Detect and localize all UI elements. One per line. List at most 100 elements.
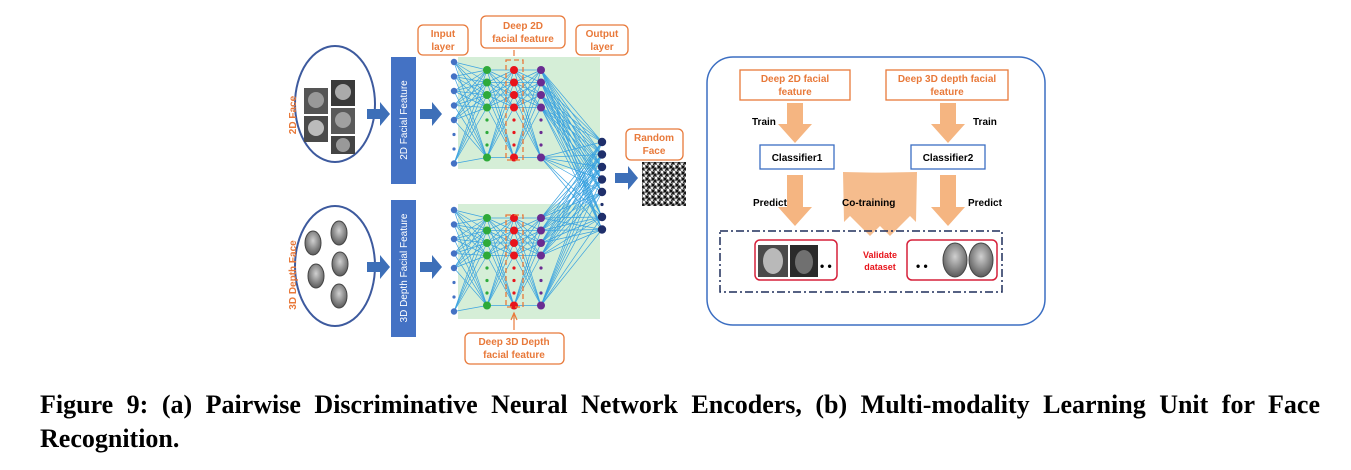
classifier2-label: Classifier2 bbox=[923, 153, 974, 164]
deep2d-highlight bbox=[505, 59, 524, 161]
network-node bbox=[510, 91, 518, 99]
network-node bbox=[597, 137, 607, 147]
network-node bbox=[483, 226, 491, 235]
network-node bbox=[597, 175, 607, 184]
arrow-icon bbox=[367, 102, 390, 126]
network-edge bbox=[453, 209, 488, 231]
network-edge bbox=[540, 141, 603, 306]
ellipsis-dot bbox=[539, 130, 543, 135]
network-node bbox=[510, 66, 518, 74]
network-node bbox=[510, 214, 518, 222]
network-edge bbox=[486, 107, 515, 158]
down-arrow-icon bbox=[778, 103, 812, 143]
deep3d-line1: Deep 3D Depth bbox=[478, 337, 549, 348]
network-edge bbox=[540, 179, 603, 256]
network-edge bbox=[453, 107, 488, 121]
output-layer-line1: Output bbox=[586, 29, 619, 40]
random-face-line1: Random bbox=[634, 133, 674, 144]
network-node bbox=[483, 91, 491, 99]
network-edge bbox=[540, 157, 603, 218]
ellipsis-dot bbox=[512, 266, 516, 270]
face2d-photos bbox=[304, 80, 355, 154]
network-edge bbox=[513, 69, 542, 96]
network-edge bbox=[453, 217, 488, 225]
ellipsis-dot bbox=[600, 202, 604, 207]
network-edge bbox=[453, 82, 488, 121]
network-edge bbox=[453, 61, 488, 108]
network-edge bbox=[453, 107, 488, 164]
network-edge bbox=[453, 90, 488, 96]
depth-face bbox=[968, 242, 994, 278]
network-edge bbox=[453, 119, 488, 158]
network-edge bbox=[486, 69, 515, 96]
network-edge bbox=[453, 238, 488, 244]
network-edge bbox=[453, 209, 488, 219]
network-node bbox=[597, 225, 607, 234]
network-edge bbox=[540, 166, 603, 256]
down-arrow-icon bbox=[778, 175, 812, 226]
network-edge bbox=[540, 141, 603, 231]
ellipsis-dot bbox=[485, 130, 489, 135]
encoder-2d: 2D Facial Feature bbox=[391, 57, 416, 184]
network-edge bbox=[540, 179, 603, 306]
network-edge bbox=[540, 216, 603, 306]
ellipsis-dot bbox=[485, 118, 489, 122]
network-node bbox=[483, 103, 491, 112]
network-edge bbox=[453, 224, 488, 244]
train-left-label: Train bbox=[752, 117, 776, 128]
more-dots-right: • • bbox=[916, 259, 928, 273]
ellipsis-dot bbox=[512, 143, 516, 147]
network-node bbox=[537, 251, 545, 260]
network-node bbox=[483, 251, 491, 260]
network-edge bbox=[513, 217, 542, 231]
network-edge bbox=[540, 69, 603, 143]
deep2d-box: Deep 2D facial feature bbox=[739, 69, 851, 101]
ellipsis-dot bbox=[539, 278, 543, 283]
train-arrows bbox=[778, 103, 965, 226]
ellipsis-dot bbox=[452, 147, 456, 151]
network-node bbox=[450, 264, 458, 272]
network-edge bbox=[540, 94, 603, 143]
network-edge bbox=[453, 61, 488, 83]
deep2d-box-line2: feature bbox=[778, 87, 812, 98]
face2d-label: 2D Face bbox=[288, 95, 299, 134]
network-edge bbox=[453, 224, 488, 231]
network-edge bbox=[513, 242, 542, 256]
network-edge bbox=[513, 82, 542, 108]
network-edge bbox=[453, 76, 488, 96]
face3d-label: 3D Depth Face bbox=[288, 240, 299, 310]
random-face-line2: Face bbox=[643, 146, 666, 157]
deep3d-label: Deep 3D Depth facial feature bbox=[464, 332, 565, 365]
network-edge bbox=[453, 267, 488, 306]
network-node bbox=[450, 102, 458, 109]
network-node bbox=[537, 214, 545, 222]
network-edge bbox=[453, 242, 488, 269]
network-edge bbox=[540, 229, 603, 306]
network-node bbox=[537, 153, 545, 162]
network-edge bbox=[486, 217, 515, 231]
ellipsis-dot bbox=[485, 266, 489, 270]
network-edge bbox=[453, 255, 488, 312]
network-edge bbox=[486, 217, 515, 306]
network-edge bbox=[513, 217, 542, 256]
network-edge bbox=[513, 94, 542, 158]
network-node bbox=[537, 78, 545, 87]
network-node bbox=[450, 221, 458, 228]
ellipsis-dot bbox=[539, 291, 543, 295]
network-edge bbox=[513, 217, 542, 306]
network-edge bbox=[453, 61, 488, 158]
network-node bbox=[537, 103, 545, 112]
network-edge bbox=[513, 255, 542, 306]
network-edge bbox=[540, 166, 603, 306]
network-edge bbox=[453, 61, 488, 96]
network-edge bbox=[486, 217, 515, 244]
ellipsis-dot bbox=[485, 278, 489, 283]
network-edge bbox=[453, 94, 488, 121]
network-edge bbox=[486, 94, 515, 158]
arrow-icon bbox=[420, 102, 442, 126]
network-node bbox=[510, 103, 518, 112]
network-node bbox=[483, 301, 491, 310]
ellipsis-dot bbox=[512, 130, 516, 135]
deep3d-highlight bbox=[505, 214, 524, 308]
network-node bbox=[510, 251, 518, 260]
